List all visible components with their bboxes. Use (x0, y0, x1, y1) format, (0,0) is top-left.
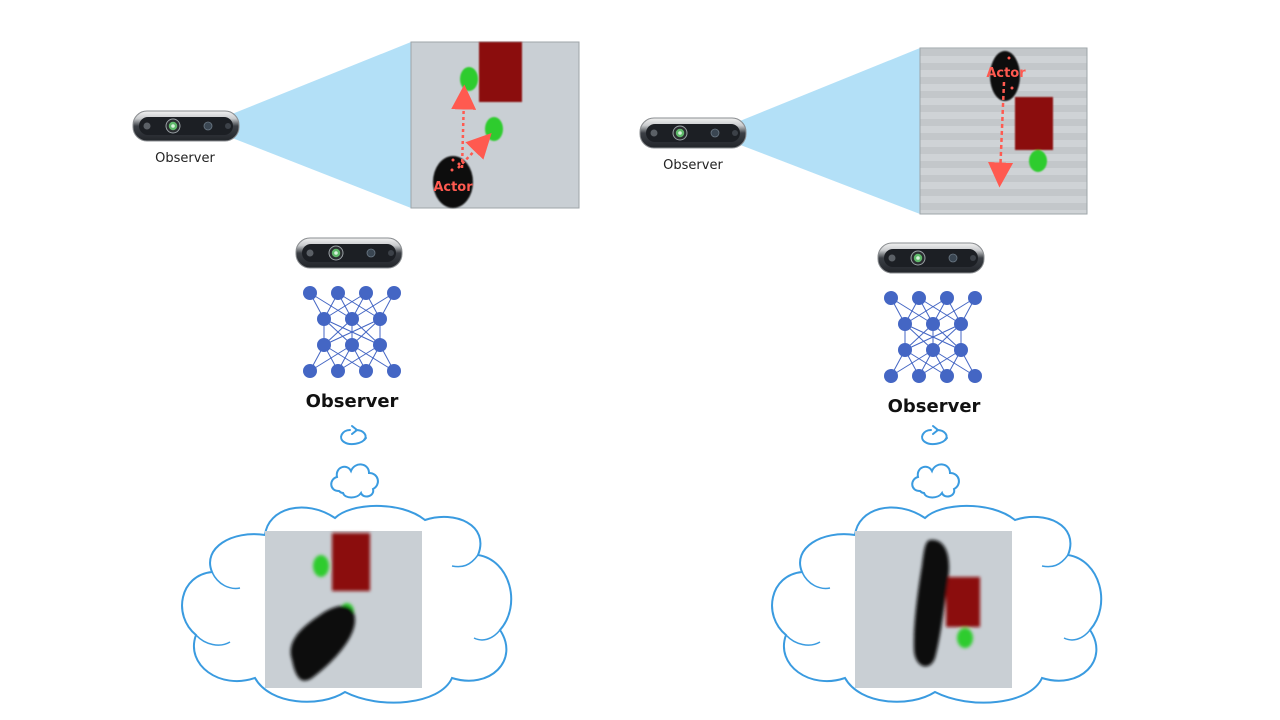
observer-network-label: Observer (888, 396, 981, 417)
camera-label: Observer (663, 158, 723, 173)
thought-puff-icon (330, 463, 379, 499)
view-cone (222, 42, 411, 208)
camera-label: Observer (155, 151, 215, 166)
depth-camera-icon (877, 242, 985, 274)
predicted-scene (265, 531, 422, 688)
neural-network-icon (302, 285, 402, 379)
right-panel: Observer Actor Observer (639, 47, 1103, 704)
thought-puff-icon (911, 463, 960, 499)
cloud-inner-folds (785, 554, 1091, 646)
neural-network-icon (883, 290, 983, 384)
loop-arrow-icon (340, 425, 367, 446)
observer-network-label: Observer (306, 391, 399, 412)
left-panel: Observer Actor Observer (132, 41, 580, 704)
depth-camera-icon (295, 237, 403, 269)
depth-camera-icon (639, 117, 747, 149)
cloud-inner-folds (195, 554, 501, 646)
depth-camera-icon (132, 110, 240, 142)
actor-label: Actor (986, 66, 1026, 81)
observed-scene: Actor (919, 47, 1088, 215)
predicted-scene (855, 531, 1012, 688)
view-cone (730, 48, 920, 214)
loop-arrow-icon (921, 425, 948, 446)
observed-scene: Actor (410, 41, 580, 209)
actor-label: Actor (433, 180, 473, 195)
